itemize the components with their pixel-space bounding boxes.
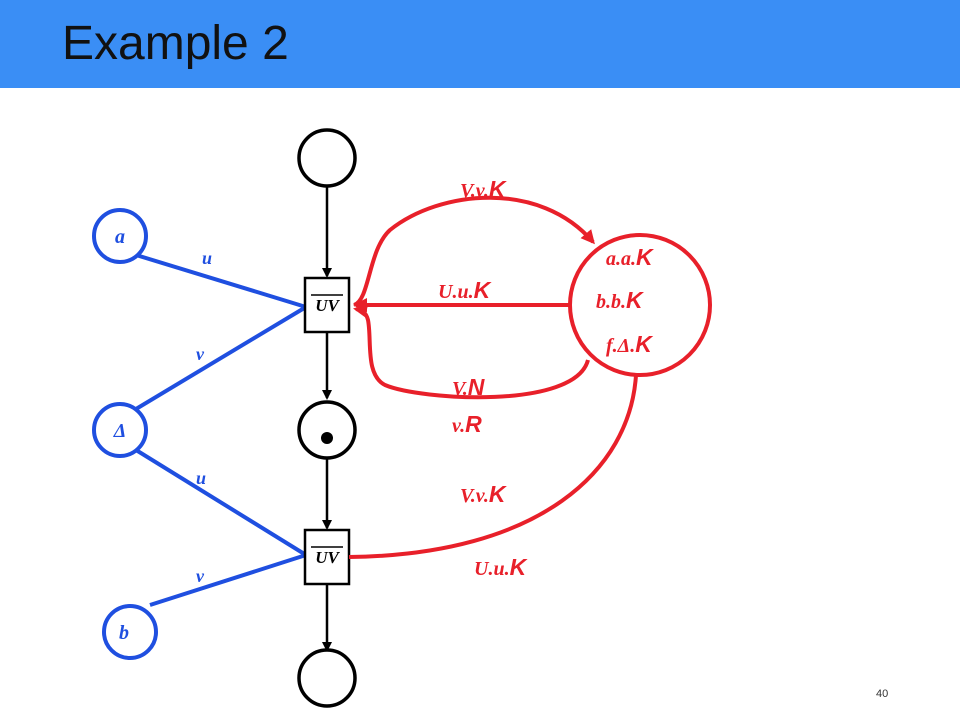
page-number: 40 bbox=[876, 688, 889, 700]
label-uuk: U.u.K bbox=[438, 277, 492, 303]
edge-label-v-bottom: v bbox=[196, 566, 205, 586]
edge-label-u-top: u bbox=[202, 248, 212, 268]
label-bbk: b.b.K bbox=[596, 287, 644, 313]
node-b-label: b bbox=[119, 622, 129, 644]
red-arc-to-node bbox=[352, 195, 595, 307]
label-fdk: f.Δ.K bbox=[606, 331, 653, 357]
place-top bbox=[297, 128, 357, 188]
label-aak: a.a.K bbox=[606, 244, 654, 270]
edge-a-to-top-box bbox=[135, 253, 307, 309]
label-vvk-top: V.v.K bbox=[460, 176, 507, 202]
title-bar bbox=[0, 0, 960, 88]
transition-bottom-label: UV bbox=[315, 548, 340, 567]
edge-label-v-top: v bbox=[196, 344, 205, 364]
node-b bbox=[102, 604, 158, 660]
label-vn: V.N bbox=[452, 374, 485, 400]
place-middle bbox=[297, 400, 357, 460]
edge-b-to-bottom-box bbox=[149, 553, 307, 607]
node-delta bbox=[92, 402, 148, 458]
label-uuk-bottom: U.u.K bbox=[474, 554, 528, 580]
edge-delta-to-bottom-box bbox=[134, 448, 308, 557]
token bbox=[321, 432, 333, 444]
transition-top-label: UV bbox=[315, 296, 340, 315]
transition-top bbox=[303, 276, 351, 334]
node-a bbox=[92, 208, 148, 264]
slide-title: Example 2 bbox=[62, 17, 289, 70]
red-arc-node-lower-to-box bbox=[353, 303, 590, 400]
label-vvk-bottom: V.v.K bbox=[460, 481, 507, 507]
place-bottom bbox=[297, 648, 357, 708]
node-a-label: a bbox=[115, 226, 125, 248]
label-vr: v.R bbox=[452, 411, 482, 437]
red-arc-node-to-bottom-box bbox=[348, 374, 638, 559]
edge-delta-to-top-box bbox=[134, 305, 308, 411]
edge-label-u-bottom: u bbox=[196, 468, 206, 488]
node-delta-label: Δ bbox=[113, 420, 127, 442]
